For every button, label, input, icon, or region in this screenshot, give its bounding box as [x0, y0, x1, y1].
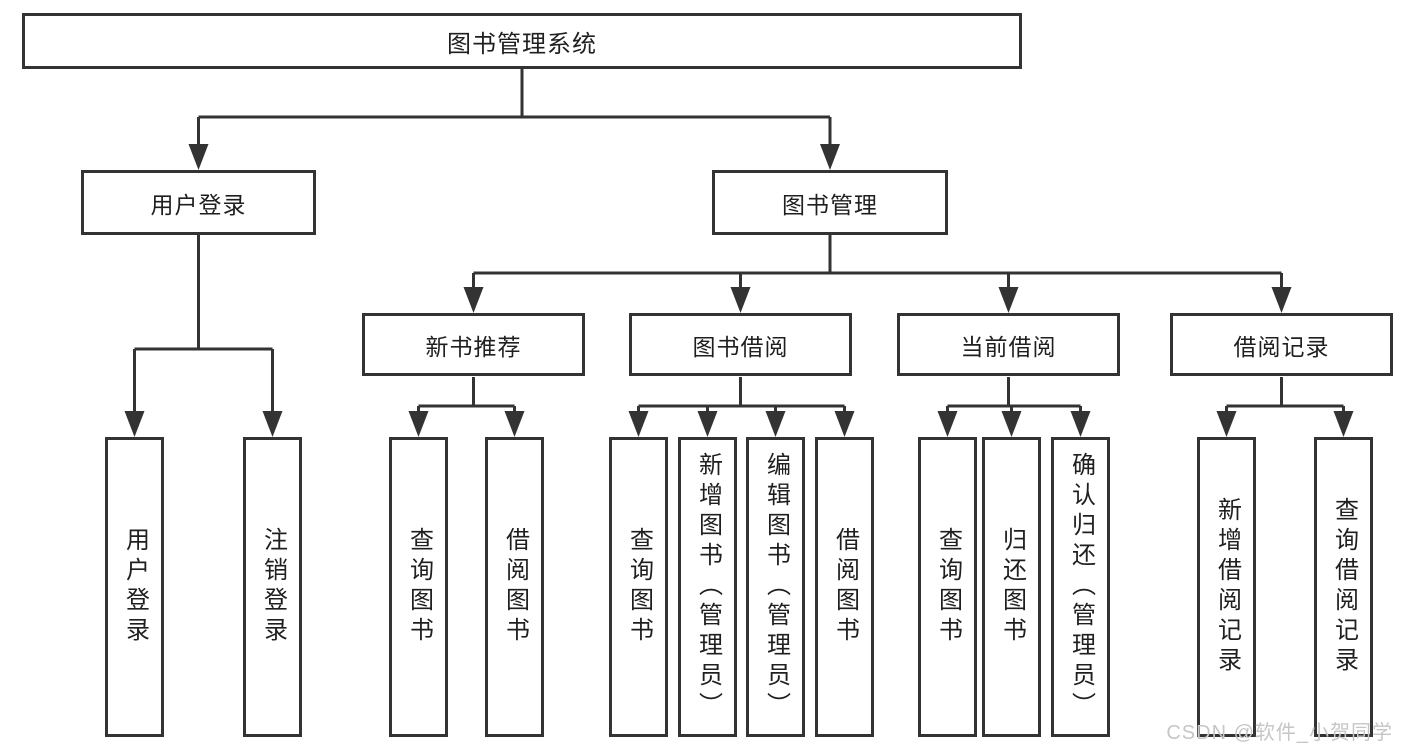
leaf-edit-book-admin: 编辑图书（管理员）	[746, 437, 805, 737]
leaf-logout: 注销登录	[243, 437, 302, 737]
leaf-add-book-admin: 新增图书（管理员）	[678, 437, 737, 737]
leaf-query-books-borrow: 查询图书	[609, 437, 668, 737]
leaf-return-book-label: 归还图书	[998, 527, 1026, 647]
node-root: 图书管理系统	[22, 13, 1022, 69]
leaf-borrow-books-recommend-label: 借阅图书	[501, 527, 529, 647]
leaf-return-book: 归还图书	[982, 437, 1041, 737]
node-root-label: 图书管理系统	[447, 30, 597, 58]
node-borrow-records: 借阅记录	[1170, 313, 1393, 376]
leaf-logout-label: 注销登录	[259, 527, 287, 647]
leaf-borrow-books: 借阅图书	[815, 437, 874, 737]
leaf-query-books-borrow-label: 查询图书	[625, 527, 653, 647]
node-new-book-recommend-label: 新书推荐	[425, 333, 522, 360]
node-borrow-records-label: 借阅记录	[1233, 333, 1330, 360]
leaf-query-books-recommend-label: 查询图书	[405, 527, 433, 647]
leaf-query-borrow-record-label: 查询借阅记录	[1330, 497, 1358, 677]
leaf-confirm-return-admin: 确认归还（管理员）	[1051, 437, 1110, 737]
node-book-management-label: 图书管理	[782, 191, 878, 218]
leaf-borrow-books-recommend: 借阅图书	[485, 437, 544, 737]
leaf-confirm-return-admin-label: 确认归还（管理员）	[1067, 452, 1095, 722]
node-current-borrow: 当前借阅	[897, 313, 1120, 376]
leaf-query-books-recommend: 查询图书	[389, 437, 448, 737]
node-user-login-label: 用户登录	[150, 191, 247, 218]
node-book-borrow: 图书借阅	[629, 313, 852, 376]
node-current-borrow-label: 当前借阅	[960, 333, 1057, 360]
node-book-borrow-label: 图书借阅	[692, 333, 789, 360]
node-user-login: 用户登录	[81, 170, 316, 235]
leaf-add-book-admin-label: 新增图书（管理员）	[694, 452, 722, 722]
leaf-query-books-current: 查询图书	[918, 437, 977, 737]
leaf-query-borrow-record: 查询借阅记录	[1314, 437, 1373, 737]
leaf-user-login-label: 用户登录	[121, 527, 149, 647]
node-new-book-recommend: 新书推荐	[362, 313, 585, 376]
leaf-user-login: 用户登录	[105, 437, 164, 737]
leaf-add-borrow-record: 新增借阅记录	[1197, 437, 1256, 737]
leaf-query-books-current-label: 查询图书	[934, 527, 962, 647]
watermark: CSDN @软件_小贺同学	[1166, 722, 1393, 744]
leaf-edit-book-admin-label: 编辑图书（管理员）	[762, 452, 790, 722]
leaf-add-borrow-record-label: 新增借阅记录	[1213, 497, 1241, 677]
leaf-borrow-books-label: 借阅图书	[831, 527, 859, 647]
node-book-management: 图书管理	[712, 170, 948, 235]
